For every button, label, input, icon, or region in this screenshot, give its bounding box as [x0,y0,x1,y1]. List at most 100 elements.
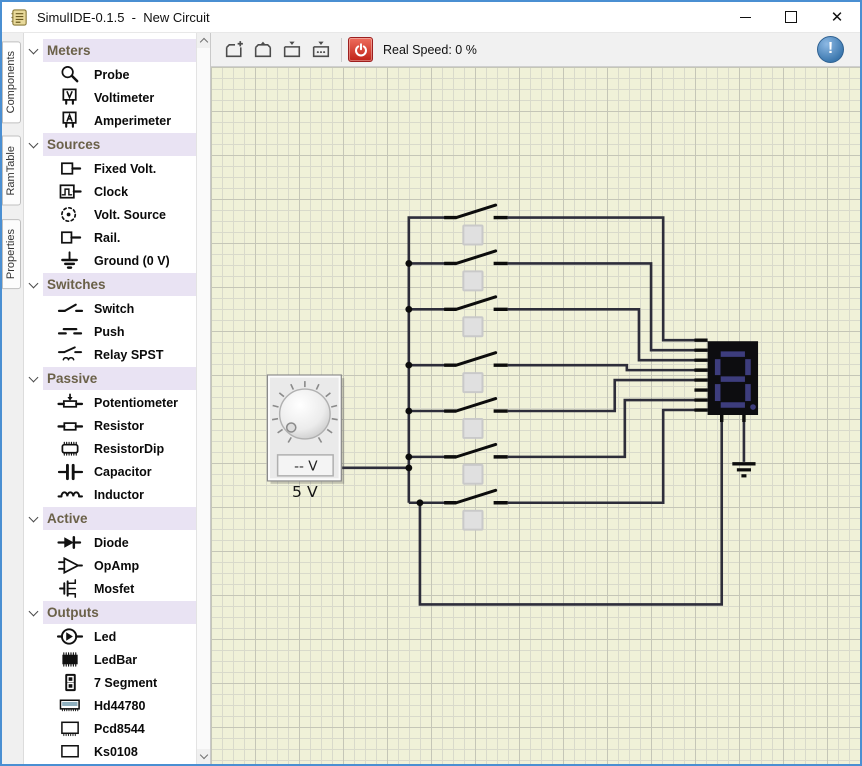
component-item-diode[interactable]: Diode [24,531,197,554]
category-header-passive[interactable]: Passive [24,366,197,391]
component-item-potentiometer[interactable]: Potentiometer [24,391,197,414]
switch-lever[interactable] [456,399,495,411]
pcd8544-icon [56,718,85,739]
component-item-label: OpAmp [94,559,139,573]
tab-components[interactable]: Components [2,41,21,123]
component-item-label: Potentiometer [94,396,178,410]
component-item-ks0108[interactable]: Ks0108 [24,740,197,763]
tab-ramtable[interactable]: RamTable [2,136,21,206]
switch-lever[interactable] [456,205,495,217]
category-header-sources[interactable]: Sources [24,132,197,157]
component-item-ledbar[interactable]: LedBar [24,648,197,671]
save-circuit-icon [281,39,304,60]
seven-segment-display[interactable] [708,341,758,415]
component-item-amperimeter[interactable]: Amperimeter [24,109,197,132]
category-header-meters[interactable]: Meters [24,38,197,63]
switch-lever[interactable] [456,251,495,263]
switch-button[interactable] [463,419,482,438]
sidebar-scrollbar[interactable] [196,33,210,764]
tab-properties[interactable]: Properties [2,219,21,289]
component-item-resistor[interactable]: Resistor [24,414,197,437]
scroll-down-button[interactable] [197,749,210,764]
component-item-push[interactable]: Push [24,320,197,343]
component-item-fixed-volt[interactable]: Fixed Volt. [24,157,197,180]
switch-button[interactable] [463,226,482,245]
circuit-svg: -- V5 V [211,67,860,764]
component-item-volt-source[interactable]: Volt. Source [24,203,197,226]
component-item-led[interactable]: Led [24,625,197,648]
category-header-switches[interactable]: Switches [24,272,197,297]
switch-lever[interactable] [456,297,495,309]
component-item-ground-0-v[interactable]: Ground (0 V) [24,249,197,272]
switch-lever[interactable] [456,353,495,365]
hd44780-icon [56,695,85,716]
component-item-hd44780[interactable]: Hd44780 [24,694,197,717]
switch-button[interactable] [463,271,482,290]
category-header-active[interactable]: Active [24,506,197,531]
save-as-circuit-button[interactable] [308,36,335,63]
switch-button[interactable] [463,465,482,484]
switch-button[interactable] [463,317,482,336]
power-icon [354,43,368,57]
main-area: Real Speed: 0 % ! -- V5 V [211,33,860,764]
fixed-volt-icon [56,158,85,179]
probe-icon [56,64,85,85]
ledbar-icon [56,649,85,670]
category-header-outputs[interactable]: Outputs [24,600,197,625]
voltimeter-icon [56,87,85,108]
switch-button[interactable] [463,373,482,392]
component-item-resistordip[interactable]: ResistorDip [24,437,197,460]
seven-segment-icon [56,672,85,693]
component-item-label: LedBar [94,653,137,667]
maximize-button[interactable] [768,2,814,32]
switch-button[interactable] [463,511,482,530]
opamp-icon [56,555,85,576]
component-item-relay-spst[interactable]: Relay SPST [24,343,197,366]
component-item-capacitor[interactable]: Capacitor [24,460,197,483]
chevron-down-icon [29,512,39,522]
scroll-up-button[interactable] [197,33,210,48]
voltage-source[interactable]: -- V5 V [268,375,345,501]
new-circuit-icon [223,39,246,60]
category-label: Sources [43,137,100,152]
open-circuit-button[interactable] [250,36,277,63]
open-circuit-icon [252,39,275,60]
component-item-label: Ks0108 [94,745,138,759]
circuit-canvas[interactable]: -- V5 V [211,67,860,764]
voltage-knob[interactable] [280,389,330,439]
potentiometer-icon [56,392,85,413]
voltage-display-value: -- V [294,458,318,474]
close-button[interactable]: ✕ [814,2,860,32]
component-item-mosfet[interactable]: Mosfet [24,577,197,600]
info-button[interactable]: ! [817,36,844,63]
component-item-label: Rail. [94,231,120,245]
switch-lever[interactable] [456,444,495,456]
component-item-opamp[interactable]: OpAmp [24,554,197,577]
component-item-label: Pcd8544 [94,722,145,736]
category-label: Meters [43,43,91,58]
component-item-probe[interactable]: Probe [24,63,197,86]
power-button[interactable] [348,37,373,62]
switch-lever[interactable] [456,490,495,502]
volt-source-icon [56,204,85,225]
component-item-pcd8544[interactable]: Pcd8544 [24,717,197,740]
component-item-label: Inductor [94,488,144,502]
component-item-switch[interactable]: Switch [24,297,197,320]
inductor-icon [56,484,85,505]
diode-icon [56,532,85,553]
chevron-down-icon [29,138,39,148]
component-item-rail[interactable]: Rail. [24,226,197,249]
minimize-button[interactable] [722,2,768,32]
chevron-down-icon [29,606,39,616]
new-circuit-button[interactable] [221,36,248,63]
save-circuit-button[interactable] [279,36,306,63]
toolbar: Real Speed: 0 % ! [211,33,860,67]
amperimeter-icon [56,110,85,131]
component-item-inductor[interactable]: Inductor [24,483,197,506]
component-item-clock[interactable]: Clock [24,180,197,203]
chevron-down-icon [199,751,207,759]
component-item-voltimeter[interactable]: Voltimeter [24,86,197,109]
component-item-7-segment[interactable]: 7 Segment [24,671,197,694]
mosfet-icon [56,578,85,599]
ground-symbol[interactable] [732,464,755,476]
